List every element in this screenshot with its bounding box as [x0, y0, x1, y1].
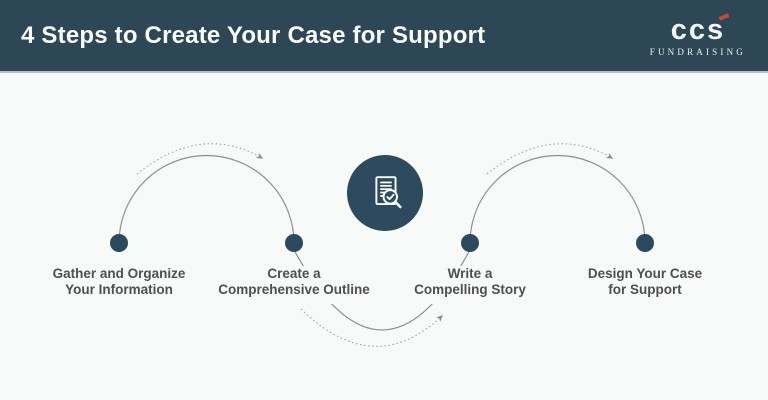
step3-label-line2: Compelling Story: [414, 282, 526, 297]
step3-label-line1: Write a: [447, 266, 493, 281]
dotted-arrow-step3-step4-icon: [486, 143, 614, 175]
header-bar: 4 Steps to Create Your Case for Support …: [0, 0, 768, 73]
step3-label: Write a Compelling Story: [380, 266, 560, 304]
arc-step1-step2: [118, 154, 295, 244]
process-diagram: Gather and Organize Your Information Cre…: [0, 73, 768, 398]
step2-label: Create a Comprehensive Outline: [204, 266, 384, 304]
step1-label: Gather and Organize Your Information: [29, 266, 209, 304]
step2-node: [285, 234, 303, 252]
flow-arcs: [110, 143, 654, 347]
step1-label-line1: Gather and Organize: [52, 266, 186, 281]
step2-label-line1: Create a: [267, 266, 321, 281]
step4-label-line1: Design Your Case: [587, 266, 703, 281]
step4-node: [636, 234, 654, 252]
arc-step3-step4: [469, 154, 646, 244]
step2-label-line2: Comprehensive Outline: [218, 282, 370, 297]
step1-node: [110, 234, 128, 252]
step4-label: Design Your Case for Support: [555, 266, 735, 304]
page-title: 4 Steps to Create Your Case for Support: [21, 21, 486, 49]
logo-subtext: FUNDRAISING: [649, 47, 746, 57]
step1-label-line2: Your Information: [65, 282, 173, 297]
step4-label-line2: for Support: [608, 282, 682, 297]
logo-brand: ccs: [670, 13, 730, 46]
center-badge: [347, 155, 423, 231]
step3-node: [461, 234, 479, 252]
dotted-arrow-step2-step3-icon: [300, 308, 444, 347]
logo-brand-text: ccs: [670, 14, 726, 46]
ccs-fundraising-logo: ccs FUNDRAISING: [649, 13, 746, 57]
dotted-arrow-step1-step2-icon: [136, 143, 264, 175]
document-review-icon: [375, 176, 402, 209]
